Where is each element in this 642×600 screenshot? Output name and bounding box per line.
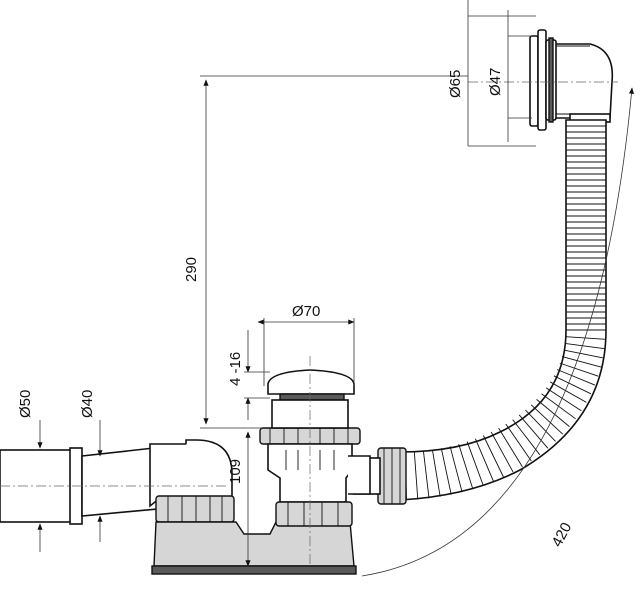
hose-rib <box>556 369 596 386</box>
hose-rib <box>530 404 564 435</box>
hose-rib <box>498 427 523 467</box>
hose-rib <box>525 409 556 442</box>
hose-rib <box>545 387 582 412</box>
dim-d50: Ø50 <box>17 390 34 418</box>
hose-rib <box>564 342 605 350</box>
hose-rib <box>490 431 514 473</box>
hose-rib <box>565 336 606 340</box>
hose-rib <box>440 448 452 495</box>
center-lines <box>0 81 618 566</box>
dim-290: 290 <box>183 257 200 282</box>
hose-rib <box>449 446 463 493</box>
dim-4-16: 4 -16 <box>227 352 244 386</box>
hose-rib <box>518 414 549 449</box>
hose-rib <box>505 423 532 462</box>
hose-rib <box>559 362 599 377</box>
dim-d65: Ø65 <box>447 70 464 98</box>
hose-rib <box>466 441 484 486</box>
drain-plug <box>259 369 371 527</box>
hose-rib <box>561 356 602 368</box>
dim-420: 420 <box>549 520 576 550</box>
siphon-base <box>151 521 357 575</box>
corrugated-hose <box>399 119 607 501</box>
hose-rib <box>474 438 494 482</box>
overflow-fitting <box>529 29 614 131</box>
dimension-lines <box>37 0 635 577</box>
dim-d40: Ø40 <box>79 390 96 418</box>
hose-rib <box>549 381 587 403</box>
hose-rib <box>482 435 504 478</box>
dim-d70: Ø70 <box>292 303 320 320</box>
dim-d47: Ø47 <box>487 68 504 96</box>
hose-rib <box>458 443 474 490</box>
hose-rib <box>512 419 541 456</box>
hose-rib <box>553 375 592 395</box>
hose-rib <box>413 451 419 500</box>
dim-109: 109 <box>227 459 244 484</box>
hose-rib <box>536 399 570 428</box>
siphon-nut-left <box>155 495 235 523</box>
hose-rib <box>563 349 604 359</box>
hose-rib <box>431 449 441 497</box>
hose-rib <box>422 450 430 499</box>
